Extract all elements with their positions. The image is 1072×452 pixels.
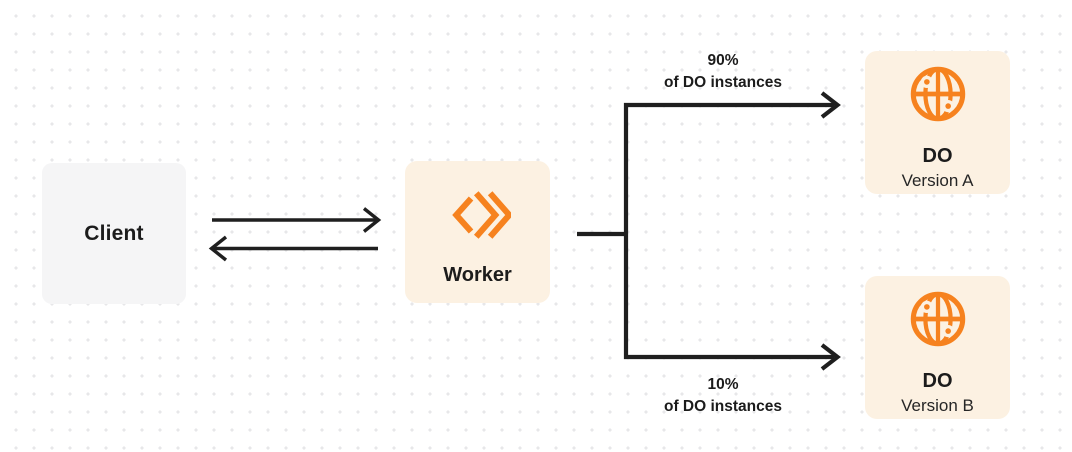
- branch-bottom-caption: of DO instances: [664, 398, 782, 415]
- durable-object-globe-icon: [910, 291, 965, 347]
- branch-bottom-label: 10% of DO instances: [613, 374, 833, 418]
- durable-object-globe-icon: [910, 66, 965, 122]
- branch-top-caption: of DO instances: [664, 74, 782, 91]
- node-client: Client: [42, 163, 186, 304]
- worker-label: Worker: [443, 264, 512, 286]
- do-a-subtitle: Version A: [901, 171, 974, 190]
- node-do-version-b: DO Version B: [865, 276, 1010, 419]
- node-worker: Worker: [405, 161, 550, 303]
- cloudflare-workers-icon: [451, 191, 511, 239]
- edge-client-worker: [208, 207, 382, 262]
- node-do-version-a: DO Version A: [865, 51, 1010, 194]
- do-a-title: DO: [922, 145, 953, 167]
- edge-worker-branch: [577, 91, 841, 371]
- do-b-subtitle: Version B: [901, 396, 974, 415]
- branch-top-percent: 90%: [707, 52, 739, 69]
- branch-bottom-percent: 10%: [707, 376, 739, 393]
- branch-top-label: 90% of DO instances: [613, 50, 833, 94]
- do-b-title: DO: [922, 370, 953, 392]
- client-label: Client: [84, 221, 144, 245]
